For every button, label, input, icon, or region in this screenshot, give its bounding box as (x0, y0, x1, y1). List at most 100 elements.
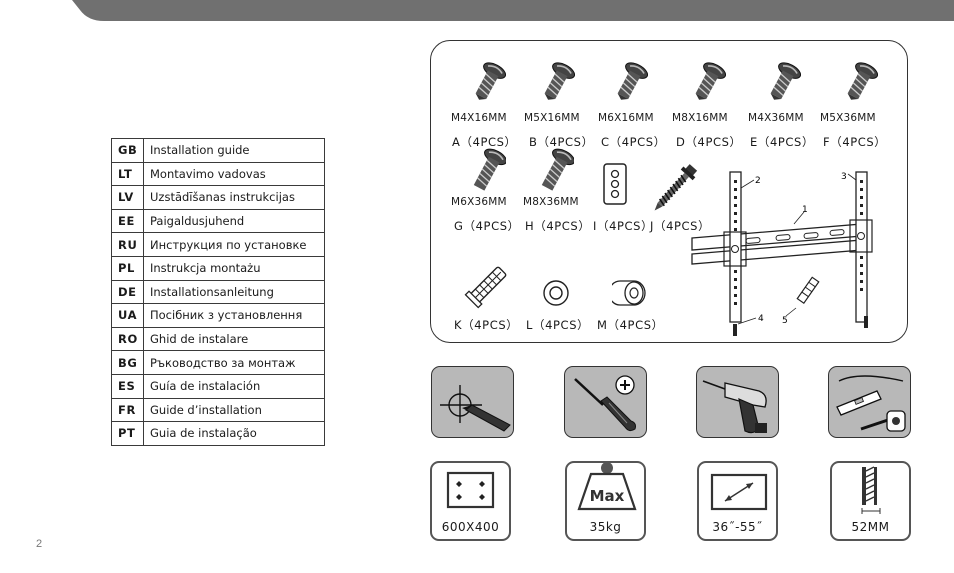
language-guide-title: Посібник з установлення (143, 303, 325, 328)
part-d-code: D（4PCS） (676, 135, 742, 149)
spec-max-load: Max 35kg (565, 461, 646, 541)
part-b-code: B（4PCS） (529, 135, 594, 149)
language-guide-title: Uzstādīšanas instrukcijas (143, 185, 325, 210)
callout-5: 5 (782, 316, 788, 326)
part-g-code: G（4PCS） (454, 219, 520, 233)
language-guide-title: Guia de instalação (143, 421, 325, 446)
power-drill-icon (702, 380, 767, 434)
language-guide-title: Paigaldusjuhend (143, 208, 325, 234)
callout-2: 2 (755, 176, 761, 186)
spacer-m-icon (612, 280, 646, 306)
spec-screen-size: 36˝-55˝ (697, 461, 778, 541)
language-code: EE (111, 208, 144, 234)
screw-e-icon (765, 60, 801, 106)
tool-screwdriver (564, 366, 647, 438)
language-guide-title: Guía de instalación (143, 373, 325, 399)
part-c-size: M6X16MM (598, 112, 654, 124)
language-code: ES (111, 373, 144, 399)
tool-power-drill (696, 366, 779, 438)
language-code: DE (111, 279, 144, 305)
wall-anchor-k-icon (464, 266, 507, 309)
tool-marking-pencil (431, 366, 514, 438)
screw-d-icon (690, 60, 726, 106)
language-code: GB (111, 138, 144, 163)
part-j-code: J（4PCS） (650, 219, 711, 233)
language-code: LV (111, 185, 144, 210)
part-b-size: M5X16MM (524, 112, 580, 124)
language-code: UA (111, 303, 144, 328)
tool-level-tape (828, 366, 911, 438)
wall-distance-label: 52MM (851, 520, 890, 534)
screw-a-icon (470, 60, 506, 106)
language-code: RO (111, 326, 144, 352)
callout-1: 1 (802, 205, 808, 215)
screw-c-icon (612, 60, 648, 106)
part-k-code: K（4PCS） (454, 318, 519, 332)
part-a-size: M4X16MM (451, 112, 507, 124)
wall-bracket-diagram: 1 2 3 4 5 (691, 171, 873, 336)
part-c-code: C（4PCS） (601, 135, 666, 149)
part-g-size: M6X36MM (451, 196, 507, 208)
language-guide-title: Installationsanleitung (143, 279, 325, 305)
part-e-code: E（4PCS） (750, 135, 815, 149)
screen-size-label: 36˝-55˝ (712, 520, 763, 534)
part-a-code: A（4PCS） (452, 135, 517, 149)
level-and-tape-measure-icon (836, 375, 906, 432)
language-guide-title: Ръководство за монтаж (143, 350, 325, 375)
language-code: RU (111, 232, 144, 257)
language-code: LT (111, 161, 144, 187)
language-code: FR (111, 397, 144, 423)
language-guide-title: Instrukcja montażu (143, 255, 325, 281)
language-code: PL (111, 255, 144, 281)
lag-bolt-j-icon (654, 164, 698, 211)
part-f-code: F（4PCS） (823, 135, 887, 149)
language-guide-title: Инструкция по установке (143, 232, 325, 257)
plate-i-icon (603, 163, 627, 205)
part-h-size: M8X36MM (523, 196, 579, 208)
vesa-pattern-icon (446, 471, 495, 509)
header-band (72, 0, 954, 21)
language-guide-title: Guide d’installation (143, 397, 325, 423)
max-load-label: 35kg (589, 520, 622, 534)
spec-vesa: 600X400 (430, 461, 511, 541)
screw-b-icon (539, 60, 575, 106)
language-guide-title: Montavimo vadovas (143, 161, 325, 187)
max-label: Max (590, 487, 625, 505)
language-guide-title: Ghid de instalare (143, 326, 325, 352)
part-f-size: M5X36MM (820, 112, 876, 124)
parts-panel (430, 40, 908, 343)
screw-f-icon (842, 60, 878, 106)
spec-wall-distance: 52MM (830, 461, 911, 541)
part-e-size: M4X36MM (748, 112, 804, 124)
language-code: BG (111, 350, 144, 375)
part-l-code: L（4PCS） (526, 318, 590, 332)
vesa-label: 600X400 (441, 520, 500, 534)
screw-g-icon (470, 148, 506, 194)
screen-diagonal-icon (710, 473, 768, 511)
part-i-code: I（4PCS） (593, 219, 654, 233)
screw-h-icon (538, 148, 574, 194)
wall-distance-icon (861, 466, 881, 514)
language-guide-title: Installation guide (143, 138, 325, 163)
marking-pencil-icon (440, 385, 511, 432)
language-code: PT (111, 421, 144, 446)
screwdriver-icon (574, 375, 636, 432)
part-m-code: M（4PCS） (597, 318, 664, 332)
page-number: 2 (36, 538, 43, 550)
callout-4: 4 (758, 314, 764, 324)
washer-l-icon (543, 280, 569, 306)
